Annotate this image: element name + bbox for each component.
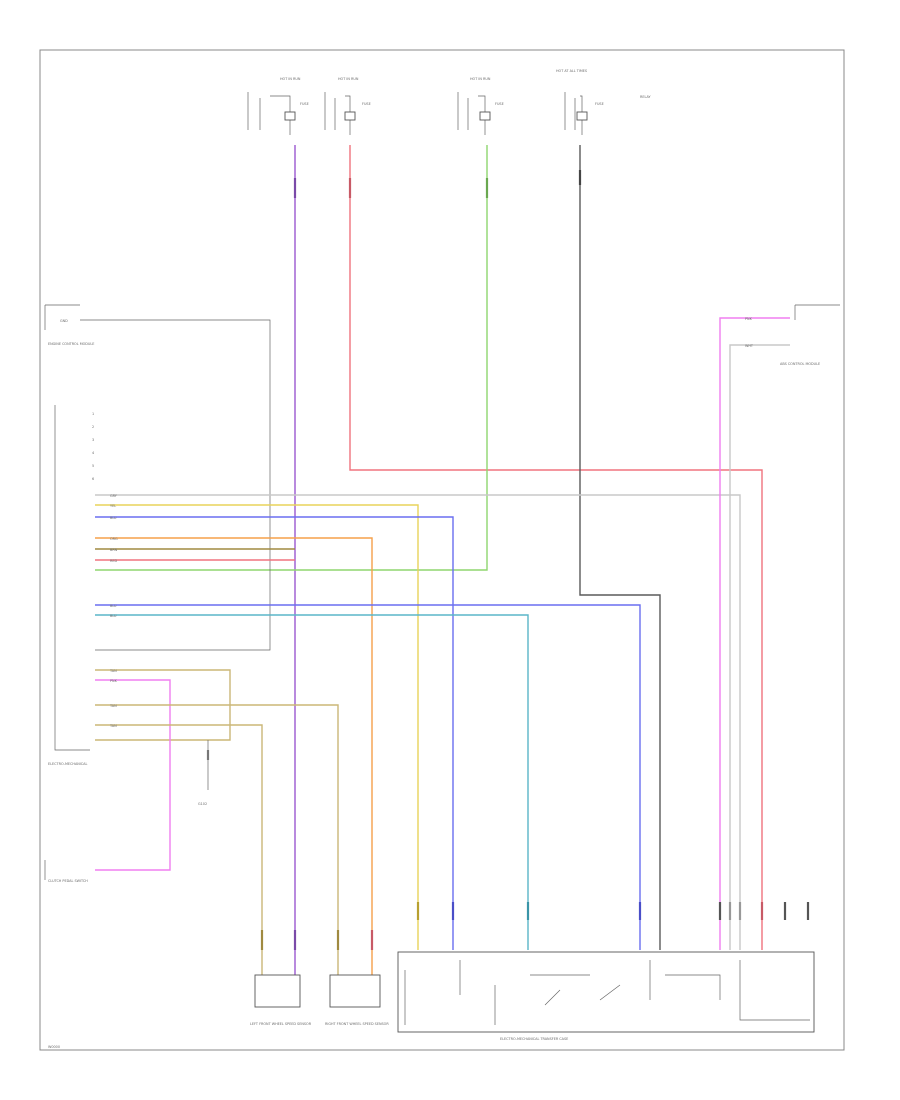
wire-orange-1 [95,537,373,975]
wire-green-feed [95,145,488,571]
wire-dark-feed [579,145,661,950]
fuse-block-1: HOT IN RUN FUSE [247,77,309,135]
svg-text:RED: RED [110,559,117,563]
svg-text:TAN: TAN [109,669,117,673]
diagram-frame [39,49,845,1051]
clutch-label: CLUTCH PEDAL SWITCH [48,879,88,883]
wire-pink-1 [95,679,171,871]
svg-text:BRN: BRN [110,548,118,552]
wire-tan-2 [95,704,339,975]
svg-text:FUSE: FUSE [595,102,604,106]
wire-blue-2 [95,604,641,950]
svg-text:3: 3 [92,438,94,442]
svg-text:FUSE: FUSE [300,102,309,106]
wire-yellow-1 [95,504,419,950]
transfer-case-label: ELECTRO-MECHANICAL TRANSFER CASE [500,1037,568,1041]
svg-text:YEL: YEL [110,504,116,508]
fuse-block-3: HOT IN RUN FUSE [457,77,504,135]
wire-teal-1 [95,614,529,950]
right-sensor-label: RIGHT FRONT WHEEL SPEED SENSOR [325,1022,389,1026]
svg-text:1: 1 [92,412,94,416]
left-sensor-label: LEFT FRONT WHEEL SPEED SENSOR [250,1022,312,1026]
svg-text:RELAY: RELAY [640,95,652,99]
svg-text:WHT: WHT [745,344,754,348]
abs-label: ABS CONTROL MODULE [780,362,820,366]
svg-text:FUSE: FUSE [495,102,504,106]
abs-control-module: PNK WHT ABS CONTROL MODULE [719,304,840,950]
wire-ltgray-2 [729,344,790,950]
fuse-label-4: HOT AT ALL TIMES [556,69,587,73]
svg-text:5: 5 [92,464,94,468]
fuse-block-4: HOT AT ALL TIMES FUSE RELAY [556,69,652,135]
svg-text:FUSE: FUSE [362,102,371,106]
wire-tan-3 [95,724,263,975]
svg-text:BLU: BLU [110,604,117,608]
fuse-label-3: HOT IN RUN [470,77,491,81]
svg-text:6: 6 [92,477,94,481]
feed-connectors [293,170,582,198]
page-id: W0000 [48,1045,60,1049]
engine-control-module: GND ENGINE CONTROL MODULE ELECTRO-MECHAN… [44,304,271,766]
fuse-label-2: HOT IN RUN [338,77,359,81]
svg-text:BLU: BLU [110,614,117,618]
svg-text:BLU: BLU [110,516,117,520]
ecm-wire-labels: GRY YEL BLU ORG BRN RED BLU BLU TAN PNK … [109,494,118,728]
svg-text:PNK: PNK [110,679,118,683]
ecm-label: ENGINE CONTROL MODULE [48,342,94,346]
wire-red-feed [349,145,763,950]
wire-pink-2 [719,317,790,950]
clutch-pedal-switch: CLUTCH PEDAL SWITCH [44,860,88,883]
svg-text:GRY: GRY [110,494,118,498]
wire-blue-1 [95,516,454,950]
svg-text:TAN: TAN [109,704,117,708]
fuse-label-1: HOT IN RUN [280,77,301,81]
svg-text:4: 4 [92,451,94,455]
ecm-pins: 1 2 3 4 5 6 [92,412,94,481]
transfer-case: ELECTRO-MECHANICAL TRANSFER CASE [397,951,815,1041]
right-wheel-speed-sensor: RIGHT FRONT WHEEL SPEED SENSOR [325,930,389,1026]
svg-text:TAN: TAN [109,724,117,728]
svg-text:ELECTRO-MECHANICAL: ELECTRO-MECHANICAL [48,762,87,766]
fuse-block-2: HOT IN RUN FUSE [324,77,371,135]
transfer-case-connectors [416,902,810,920]
svg-text:GND: GND [60,319,68,323]
left-wheel-speed-sensor: LEFT FRONT WHEEL SPEED SENSOR [250,930,312,1026]
wire-ltgray-1 [95,494,741,950]
ground-g102: G102 [198,740,210,806]
svg-text:ORG: ORG [110,537,118,541]
svg-text:2: 2 [92,425,94,429]
svg-text:PNK: PNK [745,317,753,321]
ground-label: G102 [198,802,207,806]
